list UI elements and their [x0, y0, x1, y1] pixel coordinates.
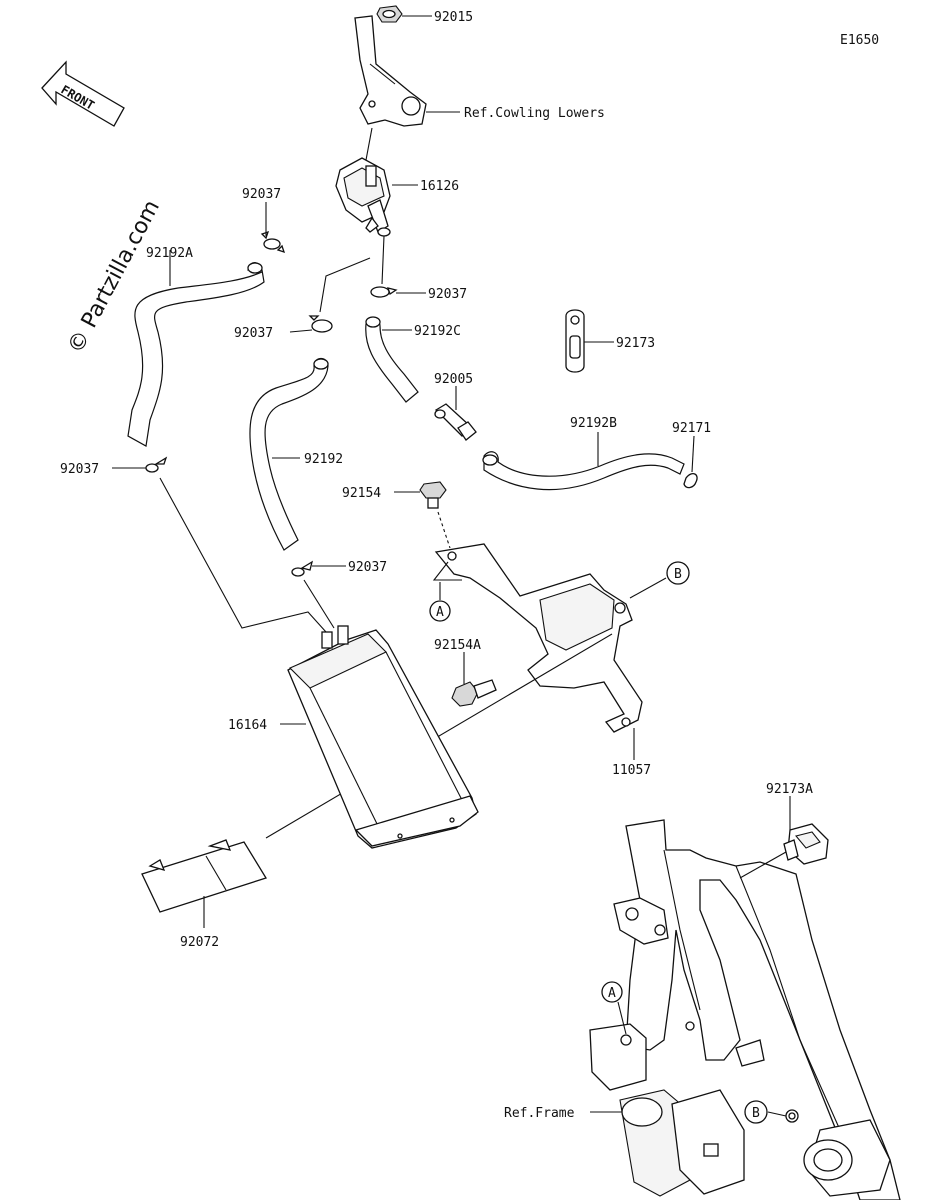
svg-text:B: B — [752, 1106, 760, 1121]
clamp-92037-c — [308, 315, 333, 333]
callout-ref-frame: Ref.Frame — [504, 1106, 575, 1121]
nut-92015 — [376, 5, 403, 23]
fitting-92005 — [434, 403, 477, 441]
callout-92072: 92072 — [180, 935, 219, 950]
front-arrow-icon: FRONT — [41, 60, 125, 127]
callout-92171: 92171 — [672, 421, 711, 436]
valve-16126 — [335, 157, 391, 237]
clip-92171 — [683, 473, 698, 489]
hose-92192B — [482, 451, 685, 491]
clamp-92037-a — [260, 230, 286, 254]
callout-92154: 92154 — [342, 486, 381, 501]
callout-92037-d: 92037 — [60, 462, 99, 477]
clamp-92037-b — [370, 286, 398, 298]
ref-a-circle-2: A — [601, 981, 623, 1003]
callout-92173A: 92173A — [766, 782, 813, 797]
clamp-92037-e — [291, 560, 314, 577]
svg-text:B: B — [674, 567, 682, 582]
callout-92173: 92173 — [616, 336, 655, 351]
callout-92192: 92192 — [304, 452, 343, 467]
callout-92037-e: 92037 — [348, 560, 387, 575]
bolt-92154 — [419, 481, 447, 509]
callout-92192A: 92192A — [146, 246, 193, 261]
callout-11057: 11057 — [612, 763, 651, 778]
bracket-11057 — [434, 543, 643, 733]
ref-b-circle-1: B — [666, 561, 690, 585]
hose-92192A — [127, 262, 265, 447]
hose-92192 — [249, 357, 329, 551]
callout-92037-b: 92037 — [428, 287, 467, 302]
callout-92192C: 92192C — [414, 324, 461, 339]
callout-16164: 16164 — [228, 718, 267, 733]
callout-92192B: 92192B — [570, 416, 617, 431]
clamp-92037-d — [145, 456, 168, 473]
holder-92173A — [783, 823, 829, 865]
callout-92037-c: 92037 — [234, 326, 273, 341]
canister-16164 — [287, 625, 479, 849]
bolt-92154A — [451, 679, 497, 707]
clip-92173 — [565, 309, 585, 373]
callout-92154A: 92154A — [434, 638, 481, 653]
callout-16126: 16126 — [420, 179, 459, 194]
diagram-id: E1650 — [840, 33, 879, 48]
callout-ref-cowling: Ref.Cowling Lowers — [464, 106, 605, 121]
pad-92072 — [141, 839, 267, 913]
callout-92037-a: 92037 — [242, 187, 281, 202]
frame — [589, 819, 901, 1200]
svg-text:A: A — [436, 605, 444, 620]
cowling-bracket — [354, 15, 427, 127]
ref-b-circle-2: B — [744, 1100, 768, 1124]
callout-92015: 92015 — [434, 10, 473, 25]
ref-a-circle-1: A — [429, 600, 451, 622]
callout-92005: 92005 — [434, 372, 473, 387]
svg-text:A: A — [608, 986, 616, 1001]
hose-92192C — [365, 316, 419, 403]
